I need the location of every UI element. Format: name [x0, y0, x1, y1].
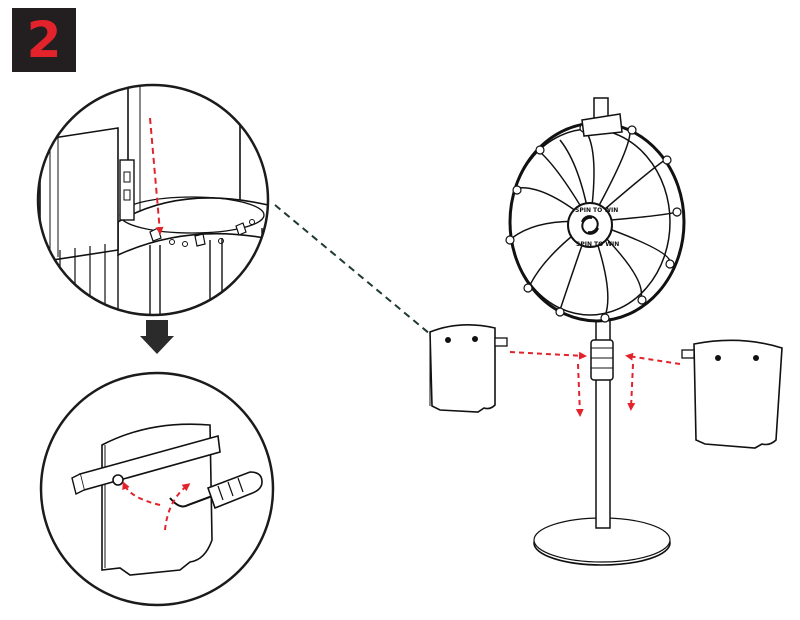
hub-brand-top: SPIN TO WIN	[575, 207, 618, 214]
detail-circle-bottom	[39, 371, 275, 607]
step-number: 2	[26, 11, 62, 69]
hub-brand-bottom: SPIN TO WIN	[576, 241, 619, 248]
pole-slot-detail	[39, 85, 268, 315]
assembly-arrows	[509, 351, 681, 417]
card-holder-right	[681, 339, 783, 449]
prize-wheel: SPIN TO WIN SPIN TO WIN	[505, 97, 686, 566]
step-number-badge: 2	[12, 8, 76, 72]
card-holder-left	[429, 324, 508, 413]
down-arrow-icon	[140, 320, 174, 354]
screw-detail	[71, 423, 263, 576]
detail-circle-top	[36, 83, 270, 317]
leader-line	[274, 204, 431, 335]
screwdriver-icon	[169, 471, 263, 510]
